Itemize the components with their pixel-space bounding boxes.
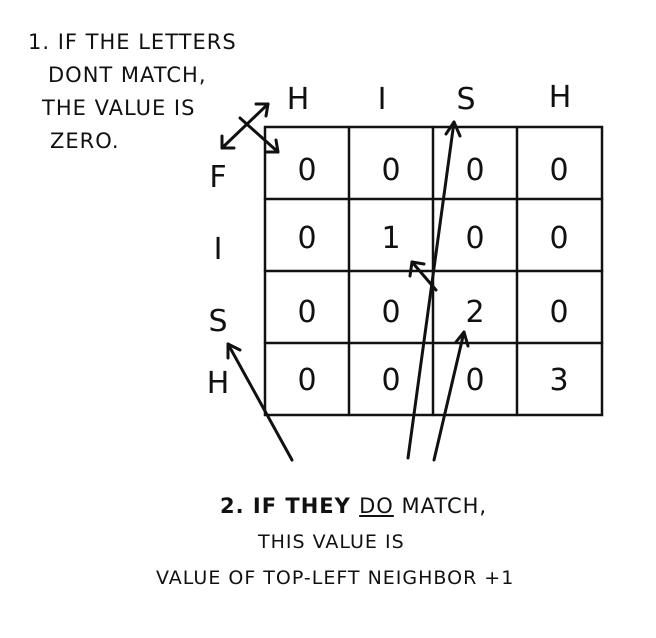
matrix-cell: 0: [465, 362, 485, 398]
matrix-cell: 0: [465, 220, 485, 256]
matrix-cell: 0: [381, 362, 401, 398]
row-header: I: [213, 232, 223, 267]
rule-two-suffix: MATCH,: [393, 494, 488, 518]
matrix-cell: 0: [549, 294, 569, 330]
rule-two-line: VALUE OF TOP-LEFT NEIGHBOR +1: [156, 567, 515, 589]
rule-one-line: THE VALUE IS: [42, 96, 196, 120]
matrix-cell: 0: [549, 220, 569, 256]
rule-two-line: 2. IF THEY DO MATCH,: [156, 488, 514, 524]
row-header: H: [206, 366, 230, 401]
rule-one-note: 1. IF THE LETTERS DONT MATCH, THE VALUE …: [28, 26, 237, 158]
matrix-cell: 0: [465, 152, 485, 188]
column-header: I: [377, 82, 387, 117]
matrix-cell: 0: [381, 152, 401, 188]
column-header: H: [286, 82, 310, 117]
matrix-cell: 0: [297, 152, 317, 188]
matrix-cell: 0: [297, 294, 317, 330]
rule-two-prefix: 2. IF THEY: [220, 494, 360, 518]
matrix-cell: 2: [465, 294, 485, 330]
rule-one-line: ZERO.: [50, 129, 120, 153]
matrix-cell: 0: [549, 152, 569, 188]
matrix-cell: 0: [297, 220, 317, 256]
rule-one-line: 1. IF THE LETTERS: [28, 30, 237, 54]
column-header: S: [456, 82, 476, 117]
matrix-cell: 1: [381, 220, 401, 256]
arrow-to-value-two-icon: [432, 330, 470, 462]
arrow-to-neighbor-icon: [408, 260, 438, 292]
double-arrow-icon: [220, 102, 280, 154]
arrow-to-row-s-icon: [226, 342, 294, 462]
arrow-to-column-s-icon: [406, 120, 462, 460]
matrix-cell: 0: [297, 362, 317, 398]
row-header: F: [209, 160, 227, 195]
matrix-cell: 3: [549, 362, 569, 398]
column-header: H: [548, 80, 572, 115]
row-header: S: [208, 304, 228, 339]
rule-two-line: THIS VALUE IS: [258, 531, 405, 553]
grid-lines: [263, 125, 604, 417]
rule-one-line: DONT MATCH,: [48, 63, 207, 87]
matrix-cell: 0: [381, 294, 401, 330]
rule-two-emphasis: DO: [359, 494, 394, 518]
rule-two-note: 2. IF THEY DO MATCH, THIS VALUE IS VALUE…: [156, 488, 514, 596]
